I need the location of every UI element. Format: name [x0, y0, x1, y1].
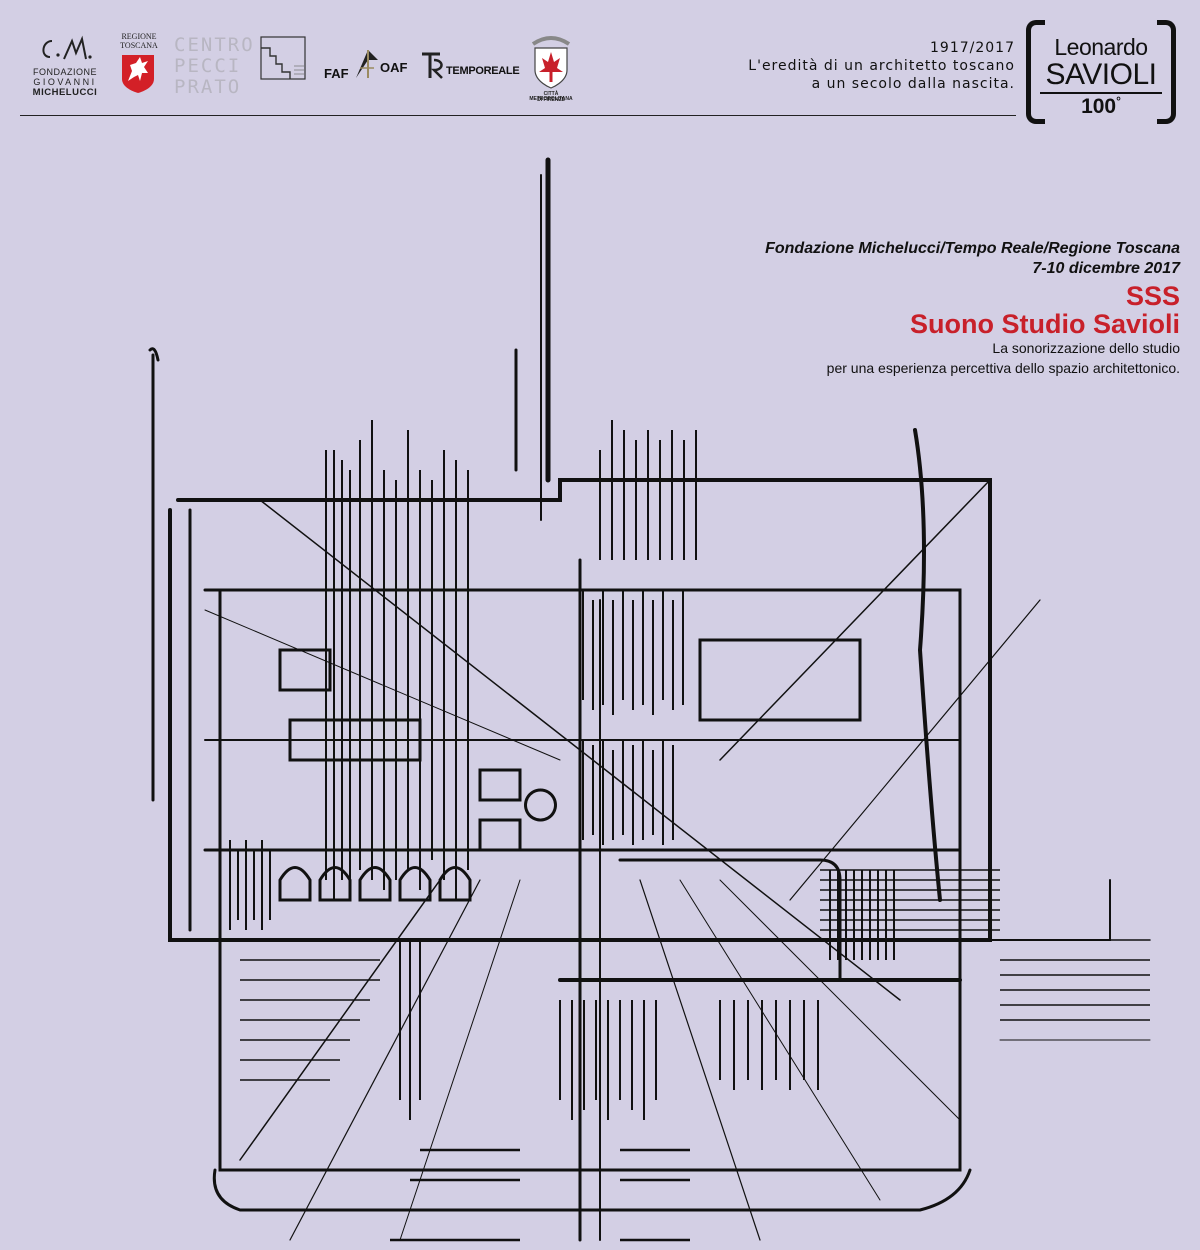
header-years: 1917/2017 [930, 40, 1015, 56]
header-divider [20, 115, 1016, 116]
header-subtitle-line2: a un secolo dalla nascita. [811, 76, 1015, 92]
logo-tempo-reale: TEMPOREALE [418, 50, 520, 80]
event-short-title: SSS [1125, 281, 1180, 311]
savioli-100-badge: Leonardo SAVIOLI 100° [1026, 20, 1176, 124]
logo-regione-line1: REGIONE [121, 32, 157, 41]
logo-citta-metropolitana: CITTÀ METROPOLITANA DI FIRENZE [522, 34, 580, 104]
event-description-line2: per una esperienza percettiva dello spaz… [826, 360, 1180, 376]
logo-citta-line2: DI FIRENZE [537, 97, 565, 103]
badge-number: 100° [1040, 94, 1162, 119]
logo-faf-oaf: FAF OAF [320, 42, 412, 82]
logo-tempo-reale-text: TEMPOREALE [446, 65, 520, 77]
badge-divider [1040, 92, 1162, 94]
event-description-line1: La sonorizzazione dello studio [992, 340, 1180, 356]
pegasus-shield-icon [122, 55, 154, 93]
logo-faf-text: FAF [324, 66, 349, 81]
architectural-sketch-drawing [148, 157, 1151, 1242]
michelucci-mark-icon [42, 35, 92, 60]
event-dates: 7-10 dicembre 2017 [1032, 260, 1180, 277]
logo-centro-pecci: CENTRO PECCI PRATO [174, 34, 255, 98]
badge-number-value: 100 [1081, 95, 1117, 118]
logo-regione-toscana: REGIONE TOSCANA [114, 33, 164, 95]
badge-right-bracket [1157, 20, 1176, 124]
badge-first-name: Leonardo [1054, 34, 1148, 60]
logo-regione-line2: TOSCANA [120, 41, 158, 50]
tempo-reale-mark-icon [422, 52, 443, 79]
event-organizers: Fondazione Michelucci/Tempo Reale/Region… [765, 240, 1180, 257]
logo-pecci-line2: PECCI [174, 55, 242, 77]
logo-michelucci-line1: FONDAZIONE [32, 67, 97, 77]
event-title: Suono Studio Savioli [910, 309, 1180, 339]
logo-oaf-text: OAF [380, 60, 408, 75]
logo-fondazione-michelucci: FONDAZIONE GIOVANNI MICHELUCCI [30, 35, 100, 98]
badge-left-bracket [1026, 20, 1045, 124]
badge-last-name: SAVIOLI [1045, 58, 1158, 91]
archivio-stairs-icon [260, 36, 306, 80]
logo-michelucci-line2: GIOVANNI [33, 77, 97, 87]
logo-michelucci-line3: MICHELUCCI [32, 87, 98, 98]
faf-oaf-mark-icon [356, 50, 378, 78]
logo-citta-line1: CITTÀ METROPOLITANA [529, 91, 573, 102]
badge-degree: ° [1116, 94, 1121, 108]
logo-pecci-line3: PRATO [174, 76, 242, 98]
florence-lily-shield-icon [531, 36, 571, 89]
header-subtitle-line1: L'eredità di un architetto toscano [748, 58, 1015, 74]
logo-pecci-line1: CENTRO [174, 34, 255, 56]
